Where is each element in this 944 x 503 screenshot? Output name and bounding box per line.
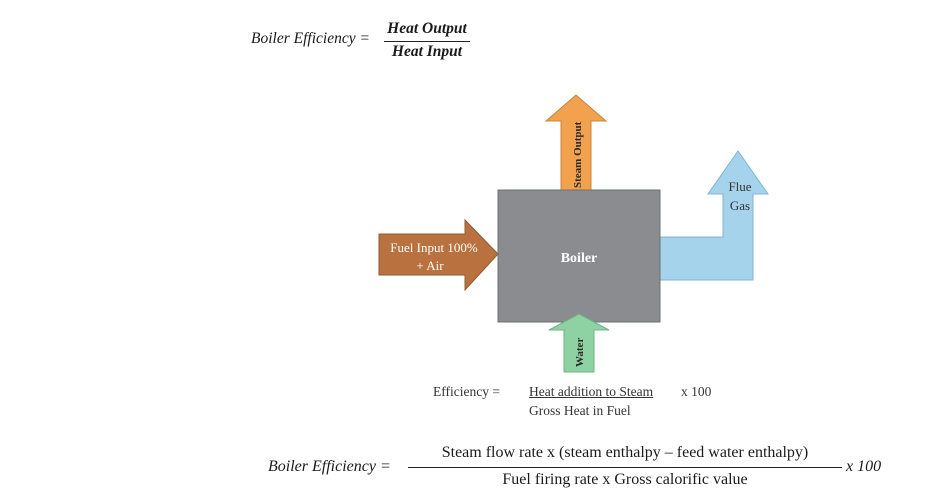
formula-bottom-denominator: Fuel firing rate x Gross calorific value [502, 471, 748, 488]
formula-middle-lhs: Efficiency = [433, 384, 500, 399]
flue-gas-arrow [659, 150, 769, 281]
formula-middle-numerator: Heat addition to Steam [529, 384, 654, 399]
formula-middle-denominator: Gross Heat in Fuel [529, 403, 631, 418]
fuel-input-label-line2: + Air [416, 258, 444, 273]
fuel-input-label-line1: Fuel Input 100% [390, 240, 478, 255]
fuel-input-arrow [378, 218, 499, 292]
water-label: Water [574, 338, 586, 367]
formula-bottom-multiplier: x 100 [846, 458, 882, 475]
formula-middle-multiplier: x 100 [681, 384, 712, 399]
formula-bottom-lhs: Boiler Efficiency = [268, 458, 391, 475]
formula-bottom-numerator: Steam flow rate x (steam enthalpy – feed… [441, 444, 809, 461]
formula-top-lhs: Boiler Efficiency = [251, 30, 370, 47]
formula-top-fraction-bar [384, 41, 470, 42]
flue-gas-label-line1: Flue [728, 179, 751, 194]
water-arrow [548, 313, 610, 373]
boiler-box [497, 189, 661, 323]
formula-top-denominator: Heat Input [391, 43, 463, 60]
flue-gas-label-line2: Gas [730, 198, 750, 213]
formula-top-numerator: Heat Output [387, 20, 467, 37]
steam-output-arrow [544, 94, 608, 191]
boiler-label: Boiler [561, 251, 598, 266]
steam-output-label: Steam Output [572, 121, 584, 188]
formula-bottom-fraction-bar [408, 467, 842, 468]
